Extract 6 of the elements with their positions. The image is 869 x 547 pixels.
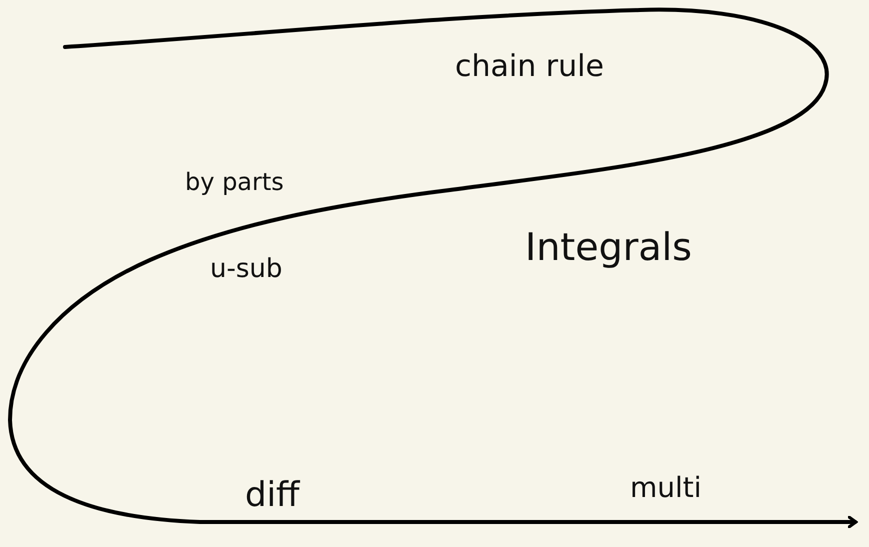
handwritten-label: u-sub <box>210 256 282 282</box>
handwritten-label: chain rule <box>455 52 604 82</box>
handwritten-label: by parts <box>185 170 284 194</box>
handwritten-label: Integrals <box>525 228 692 266</box>
handwritten-label: diff <box>245 478 300 512</box>
handwritten-label: multi <box>630 474 702 502</box>
